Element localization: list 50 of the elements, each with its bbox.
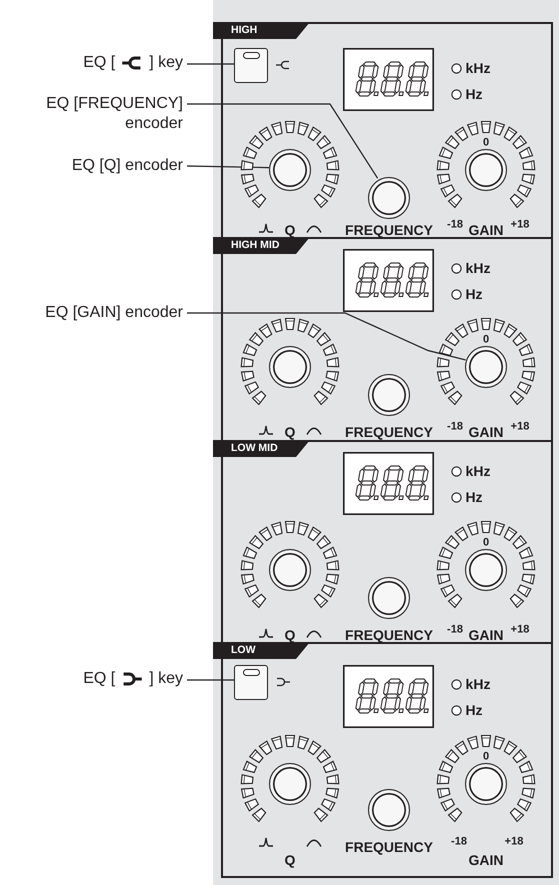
- panel-label: +18: [510, 220, 530, 230]
- panel-label: -18: [447, 220, 463, 230]
- callout-label: EQ [Q] encoder: [8, 156, 183, 176]
- push-key: [234, 665, 268, 700]
- panel-label: FREQUENCY: [345, 840, 433, 854]
- callout-label: EQ [FREQUENCY] encoder: [8, 94, 183, 134]
- panel-label: 0: [482, 138, 490, 148]
- panel-label: GAIN: [468, 223, 504, 237]
- callout-label: EQ [GAIN] encoder: [8, 303, 183, 323]
- section-tab: HIGH MID: [213, 237, 310, 254]
- panel-label: Hz: [465, 490, 483, 504]
- panel-label: kHz: [466, 464, 490, 478]
- callout-text: ] key: [149, 53, 183, 73]
- panel-label: Q: [284, 223, 296, 237]
- panel-label: Hz: [465, 287, 483, 301]
- callout-text: EQ [: [83, 53, 116, 73]
- leader-line: [187, 103, 378, 179]
- panel-label: Hz: [465, 87, 483, 101]
- panel-label: kHz: [466, 61, 490, 75]
- panel-label: FREQUENCY: [345, 628, 433, 642]
- panel-label: Q: [284, 853, 296, 867]
- panel-label: +18: [510, 422, 530, 432]
- leader-line: [187, 679, 234, 681]
- panel-label: +18: [510, 624, 530, 636]
- panel-label: Hz: [465, 703, 483, 717]
- panel-label: Q: [284, 425, 296, 439]
- callout-text: EQ [: [83, 669, 116, 689]
- panel-label: -18: [447, 624, 463, 636]
- leader-line: [187, 63, 234, 65]
- panel-label: kHz: [466, 677, 490, 691]
- panel-label: kHz: [466, 261, 490, 275]
- panel-label: FREQUENCY: [345, 223, 433, 237]
- panel-label: 0: [482, 334, 490, 346]
- panel-label: GAIN: [468, 628, 504, 642]
- leader-line: [187, 312, 466, 360]
- panel-label: GAIN: [468, 853, 504, 867]
- panel-label: 0: [482, 752, 490, 762]
- leader-line: [186, 165, 270, 168]
- push-key: [234, 48, 268, 83]
- section-tab: LOW MID: [213, 440, 310, 457]
- panel-label: -18: [451, 836, 467, 848]
- panel-label: +18: [504, 836, 524, 848]
- panel-label: FREQUENCY: [345, 425, 433, 439]
- section-tab: HIGH: [213, 22, 310, 39]
- callout-text: ] key: [149, 669, 183, 689]
- section-tab: LOW: [213, 642, 310, 659]
- panel-label: -18: [447, 422, 463, 432]
- panel-label: Q: [284, 628, 296, 642]
- panel-label: GAIN: [468, 425, 504, 439]
- panel-label: 0: [482, 538, 490, 548]
